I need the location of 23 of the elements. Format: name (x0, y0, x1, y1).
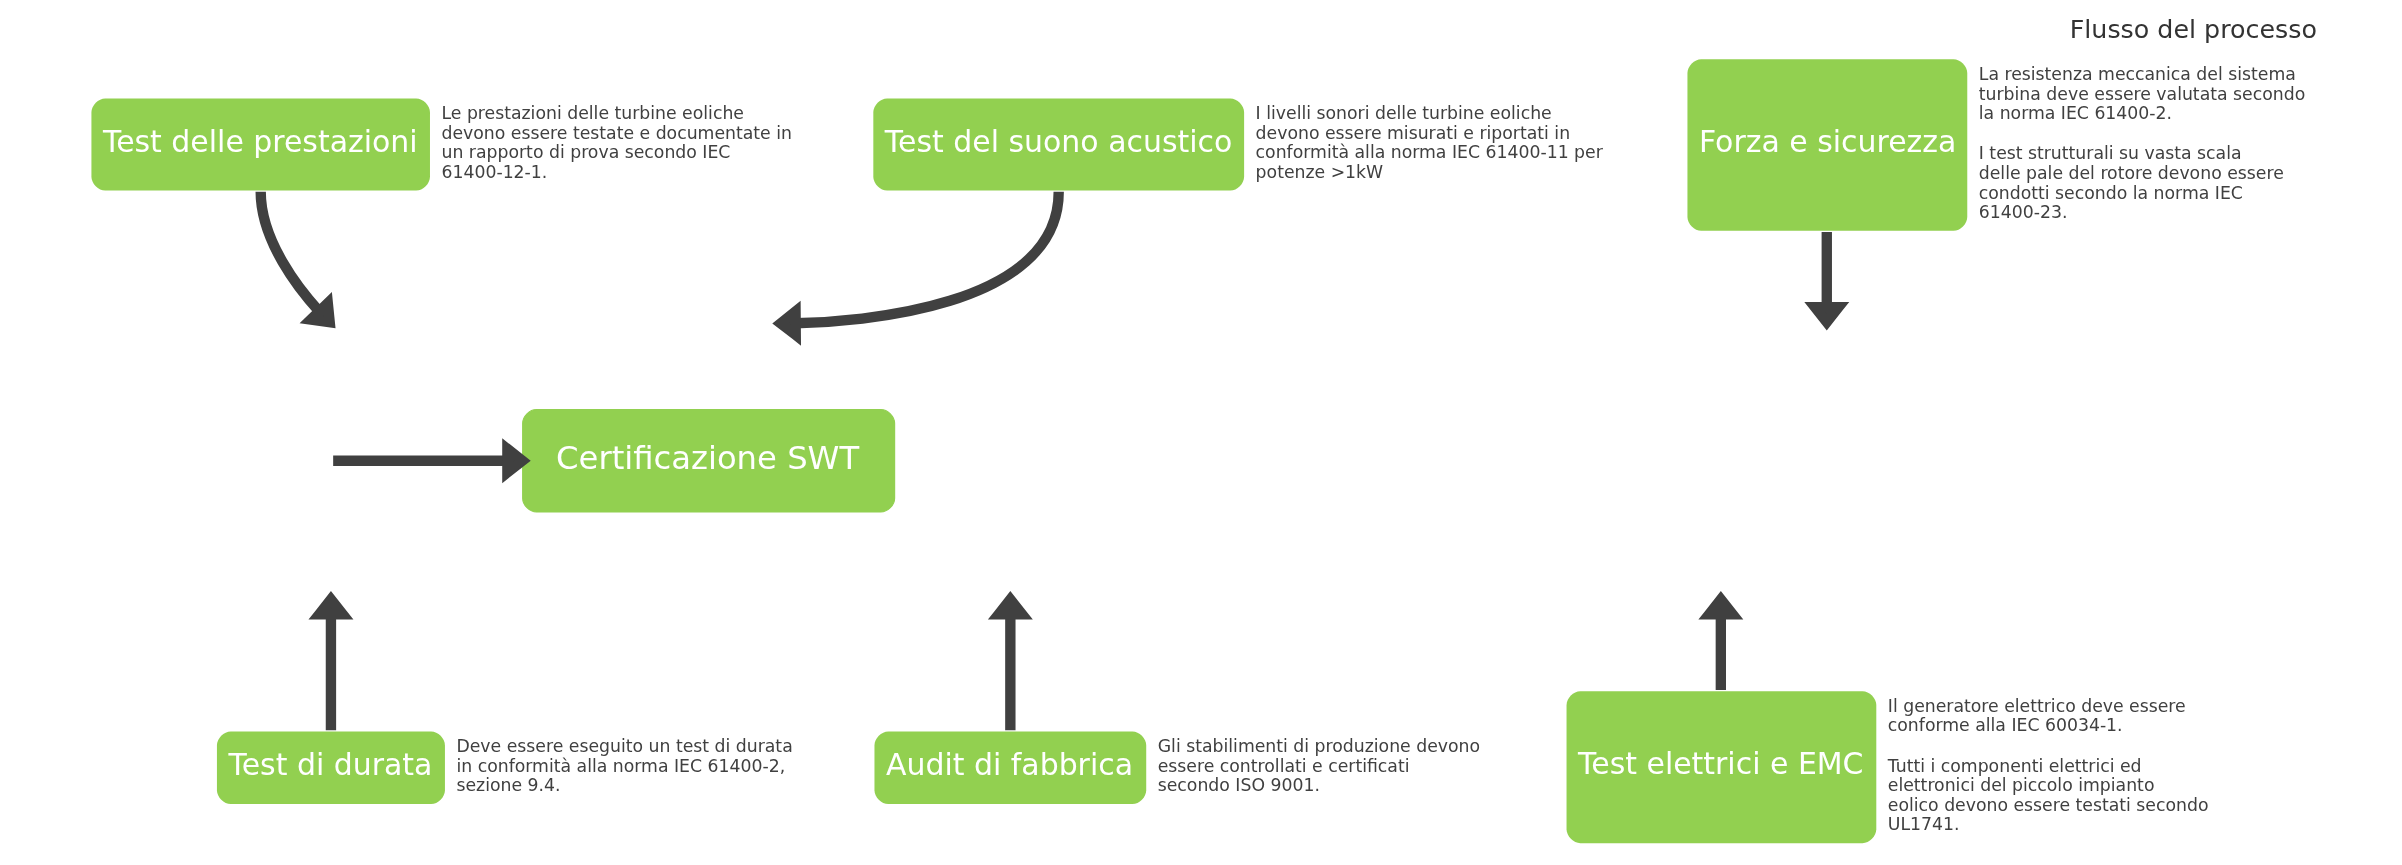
node-label: Deve essere eseguito un test di durata in conformità alla norma IEC 61400-2, sezione 9.4. (455, 736, 793, 796)
node-box: Test delle prestazioni (90, 98, 430, 191)
node-label: La resistenza meccanica del sistema turbina deve essere valutata secondo la norma IEC 61400-2. (1978, 64, 2305, 124)
node-label: Le prestazioni delle turbine eoliche devono essere testate e documentate in un rapporto di prova secondo IEC 61400-12-1. (440, 103, 792, 182)
diagram-title: Flusso del processo (2069, 13, 2317, 44)
arrow (1803, 232, 1849, 331)
node-box: Test del suono acustico (872, 98, 1244, 191)
arrow (332, 438, 531, 484)
node-label: Gli stabilimenti di produzione devono essere controllati e certificati secondo ISO 9001. (1157, 736, 1480, 796)
node-label: I livelli sonori delle turbine eoliche devono essere misurati e riportati in conformità alla norma IEC 61400-11 per potenze >1kW (1255, 103, 1603, 182)
node-box: Audit di fabbrica (873, 731, 1146, 804)
arrow (255, 191, 336, 329)
arrow (987, 591, 1033, 731)
node-label: I test strutturali su vasta scala delle pale del rotore devono essere condotti secondo la norma IEC 61400-23. (1978, 143, 2284, 223)
node-label: Il generatore elettrico deve essere conforme alla IEC 60034-1. (1887, 695, 2186, 736)
arrow (771, 190, 1064, 346)
node-box: Test elettrici e EMC (1566, 691, 1876, 844)
node-box: Test di durata (216, 731, 445, 804)
node-box: Certificazione SWT (521, 408, 895, 513)
arrow (307, 591, 353, 731)
node-label: Tutti i componenti elettrici ed elettronici del piccolo impianto eolico devono essere testati secondo UL1741. (1887, 755, 2208, 835)
arrow (1697, 591, 1743, 690)
node-box: Forza e sicurezza (1686, 59, 1967, 231)
